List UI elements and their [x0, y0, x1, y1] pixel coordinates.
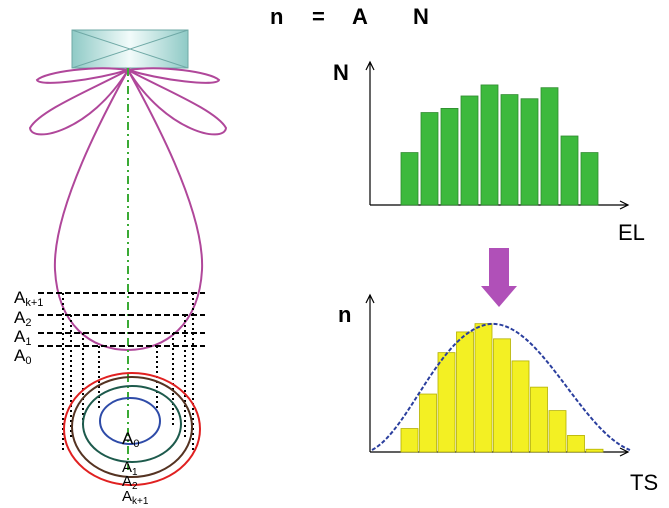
top-bar-8: [540, 87, 559, 206]
bottom-bars: [400, 323, 604, 453]
svg-text:Ak+1: Ak+1: [122, 488, 149, 507]
ring-label-a1: A: [122, 459, 132, 476]
svg-text:A0: A0: [14, 346, 31, 367]
label-a1-sub: 1: [25, 336, 31, 348]
transducer: [71, 29, 189, 69]
label-ak1-sub: k+1: [25, 297, 43, 309]
top-bars: [400, 84, 599, 206]
svg-text:A0: A0: [122, 429, 139, 450]
svg-text:A1: A1: [14, 327, 31, 348]
ring-a2: [71, 376, 193, 478]
top-bar-2: [420, 112, 439, 206]
ring-label-a0-sub: 0: [133, 438, 139, 450]
bottom-bar-6: [493, 338, 511, 453]
bottom-bar-10: [567, 435, 585, 453]
label-a0: A: [14, 346, 26, 365]
top-y-arrow: [365, 60, 375, 71]
bottom-bar-3: [437, 352, 456, 453]
down-arrow: [481, 248, 517, 307]
bottom-bar-5: [474, 323, 493, 453]
bottom-bar-2: [419, 393, 437, 453]
bottom-x-label: TS: [630, 470, 658, 495]
side-lobe-left-lower: [28, 67, 131, 136]
ring-a0: [99, 397, 161, 445]
label-a2-sub: 2: [25, 317, 31, 329]
bottom-bar-9: [548, 410, 567, 453]
top-bar-7: [520, 98, 539, 206]
top-bar-1: [400, 152, 419, 206]
top-y-label: N: [333, 60, 349, 85]
label-a0-sub: 0: [25, 355, 31, 367]
side-lobe-left-upper: [35, 67, 129, 84]
top-x-arrow: [619, 200, 630, 210]
bottom-x-arrow: [619, 447, 630, 457]
top-bar-6: [500, 94, 519, 206]
label-a1: A: [14, 327, 26, 346]
top-bar-9: [560, 135, 579, 206]
svg-text:A2: A2: [14, 308, 31, 329]
equation-term-n: N: [413, 4, 429, 29]
top-bar-3: [440, 108, 459, 206]
ring-ak1: [63, 372, 201, 486]
bottom-bar-1: [400, 428, 419, 453]
distribution-curve: [371, 322, 631, 451]
ring-label-a2-sub: 2: [132, 481, 138, 492]
equation-op: =: [312, 4, 325, 29]
bottom-chart: n TS: [338, 293, 658, 495]
depth-lines: [38, 292, 205, 347]
label-ak1: A: [14, 288, 26, 307]
bottom-y-label: n: [338, 302, 351, 327]
ring-labels: A0 A1 A2 Ak+1: [122, 429, 149, 507]
ring-a1: [82, 385, 182, 463]
equation-lhs: n: [270, 4, 283, 29]
top-bar-10: [580, 152, 599, 206]
bottom-bar-4: [456, 331, 474, 453]
ring-label-ak1-sub: k+1: [132, 496, 149, 507]
top-chart: N EL: [333, 60, 645, 245]
label-a2: A: [14, 308, 26, 327]
projection-lines: [62, 293, 194, 450]
ring-label-a0: A: [122, 429, 134, 448]
beam-labels: Ak+1 A2 A1 A0: [14, 288, 43, 367]
svg-text:Ak+1: Ak+1: [14, 288, 43, 309]
top-bar-4: [460, 95, 479, 206]
svg-text:A2: A2: [122, 473, 138, 492]
bottom-y-arrow: [365, 293, 375, 304]
top-bar-5: [480, 84, 499, 206]
footprint-rings: [63, 372, 201, 486]
equation: n = A N: [270, 4, 429, 29]
side-lobe-right-lower: [125, 67, 228, 136]
ring-label-a1-sub: 1: [132, 467, 138, 478]
top-x-label: EL: [618, 220, 645, 245]
ring-label-ak1: A: [122, 488, 132, 505]
bottom-bar-7: [511, 360, 530, 453]
bottom-bar-11: [585, 448, 604, 453]
ring-label-a2: A: [122, 473, 132, 490]
svg-text:A1: A1: [122, 459, 138, 478]
equation-term-a: A: [352, 4, 368, 29]
side-lobe-right-upper: [127, 67, 221, 84]
bottom-bar-8: [530, 386, 548, 453]
